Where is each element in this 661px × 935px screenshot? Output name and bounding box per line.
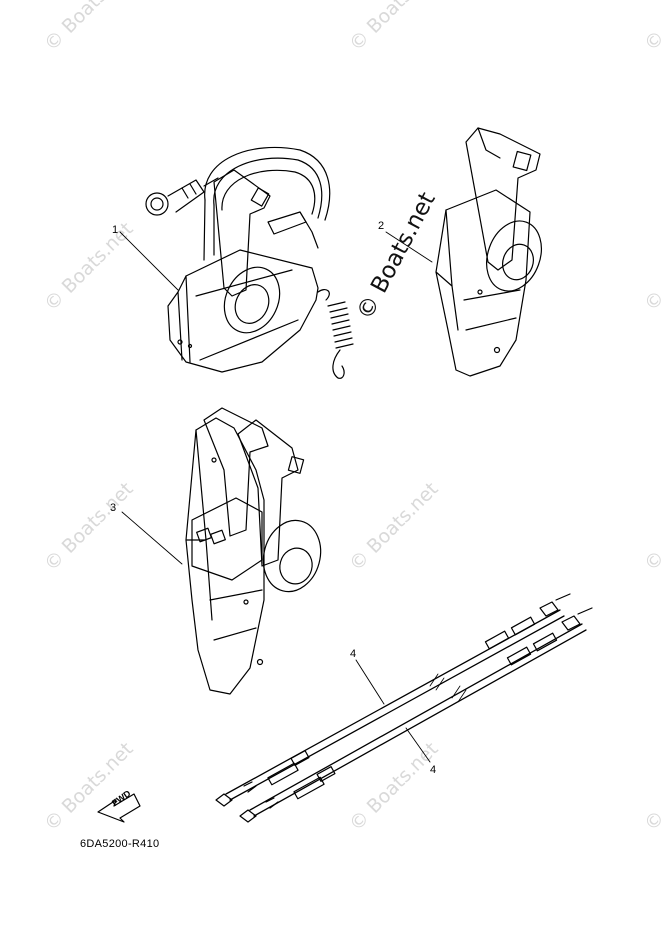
callout-2: 2	[378, 220, 385, 232]
part-2-top-mount-single-control	[385, 127, 542, 377]
diagram-code: 6DA5200-R410	[80, 838, 160, 850]
callout-3: 3	[110, 502, 117, 514]
callout-1: 1	[112, 224, 119, 236]
callout-4-upper: 4	[350, 648, 357, 660]
fwd-arrow-icon	[97, 793, 141, 823]
lanyard-spring	[317, 288, 354, 379]
leader-line-1	[119, 231, 179, 291]
part-4-control-cables	[215, 593, 593, 823]
part-3-dual-binnacle-control	[121, 407, 322, 695]
callout-4-lower: 4	[430, 764, 437, 776]
part-1-side-mount-remote-control	[145, 146, 354, 379]
connector-plug	[145, 177, 219, 216]
